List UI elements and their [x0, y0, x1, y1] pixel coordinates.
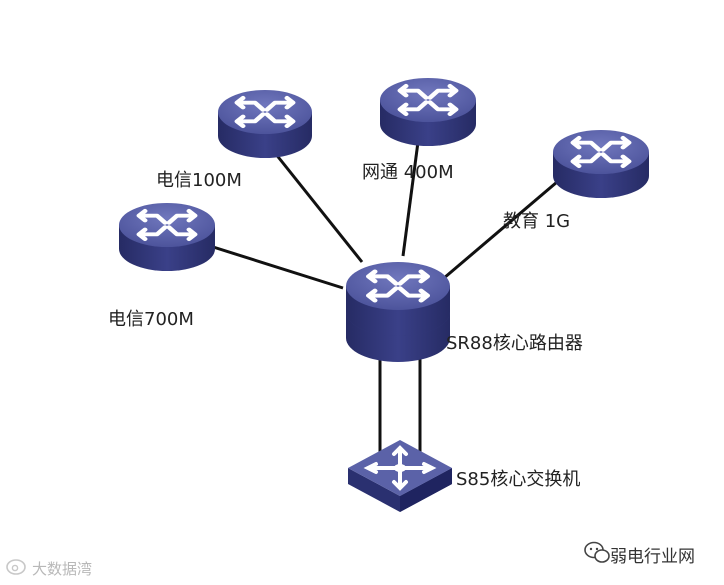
- weibo-icon: [6, 559, 26, 575]
- router-telecom-700-icon: [119, 203, 215, 271]
- link-netcom400-core: [401, 141, 420, 257]
- links: [209, 141, 558, 460]
- watermark-right-text: 弱电行业网: [610, 547, 695, 567]
- label-telecom-100m: 电信100M: [156, 170, 242, 191]
- router-netcom-400-icon: [380, 78, 476, 146]
- link-telecom700-core: [209, 244, 344, 290]
- label-core-router: SR88核心路由器: [446, 333, 583, 354]
- router-telecom-100-icon: [218, 90, 312, 158]
- label-netcom-400m: 网通 400M: [362, 162, 454, 183]
- watermark-left-text: 大数据湾: [32, 560, 93, 578]
- label-edu-1g: 教育 1G: [503, 211, 571, 232]
- link-edu1g-core: [443, 180, 558, 280]
- label-core-switch: S85核心交换机: [456, 469, 581, 490]
- router-edu-1g-icon: [553, 130, 649, 198]
- link-telecom100-core: [273, 152, 364, 263]
- core-switch-icon: [348, 440, 452, 512]
- label-telecom-700m: 电信700M: [108, 309, 194, 330]
- core-router-icon: [346, 262, 450, 362]
- wechat-icon: [584, 541, 610, 563]
